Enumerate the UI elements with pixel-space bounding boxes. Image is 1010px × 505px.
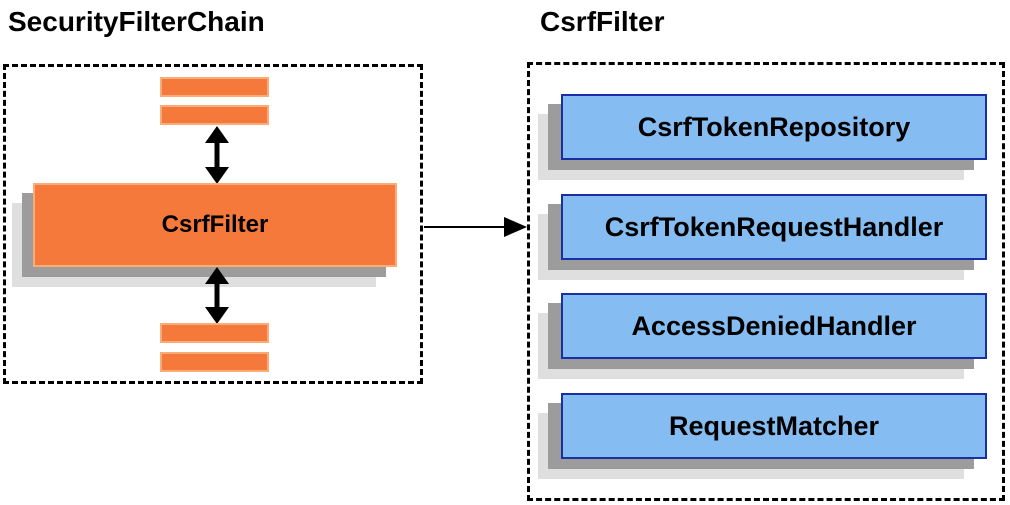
access-denied-handler-label: AccessDeniedHandler xyxy=(631,310,917,341)
right-arrow-icon xyxy=(424,217,527,237)
filter-chain-bar xyxy=(160,323,269,343)
access-denied-handler-box: AccessDeniedHandler xyxy=(561,293,987,359)
csrf-filter-box: CsrfFilter xyxy=(33,183,397,267)
csrf-filter-title: CsrfFilter xyxy=(540,6,665,37)
security-filter-chain-panel: CsrfFilter xyxy=(3,64,423,384)
csrf-token-repository-box: CsrfTokenRepository xyxy=(561,94,987,160)
filter-chain-bar xyxy=(160,77,269,97)
double-headed-arrow-icon xyxy=(205,267,229,324)
csrf-token-request-handler-box: CsrfTokenRequestHandler xyxy=(561,194,987,260)
csrf-filter-panel: CsrfTokenRepository CsrfTokenRequestHand… xyxy=(527,62,1005,501)
csrf-token-repository-label: CsrfTokenRepository xyxy=(637,111,911,142)
csrf-filter-box-label: CsrfFilter xyxy=(161,211,269,238)
security-filter-chain-title: SecurityFilterChain xyxy=(8,6,265,37)
csrf-token-request-handler-label: CsrfTokenRequestHandler xyxy=(604,211,944,242)
filter-chain-bar xyxy=(160,105,269,125)
double-headed-arrow-icon xyxy=(205,126,229,184)
filter-chain-bar xyxy=(160,352,269,372)
request-matcher-box: RequestMatcher xyxy=(561,393,987,459)
request-matcher-label: RequestMatcher xyxy=(668,410,880,441)
